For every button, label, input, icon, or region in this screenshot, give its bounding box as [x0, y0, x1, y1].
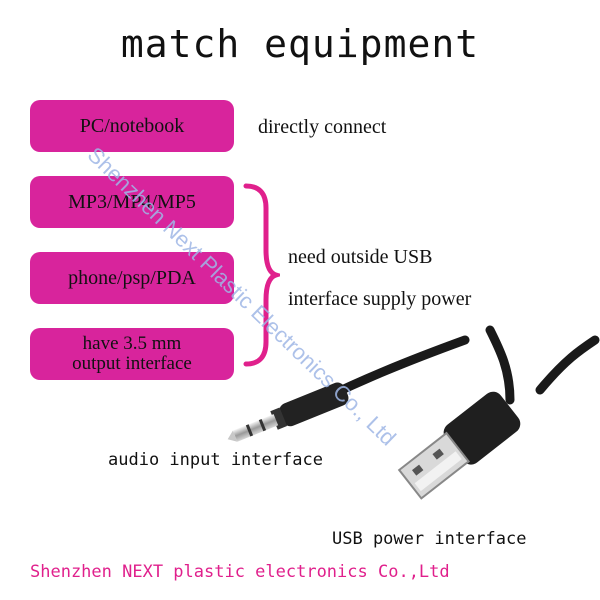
note-supply-power: interface supply power [288, 288, 472, 310]
device-3-5mm-output: have 3.5 mm output interface [30, 328, 234, 380]
brace-icon [243, 183, 280, 367]
caption-usb-power: USB power interface [332, 529, 527, 549]
page-title: match equipment [120, 22, 480, 66]
device-label: phone/psp/PDA [68, 266, 196, 289]
device-phone-psp-pda: phone/psp/PDA [30, 252, 234, 304]
usb-plug-icon [397, 325, 600, 500]
audio-jack-icon [227, 335, 470, 442]
device-label-line1: have 3.5 mm [82, 333, 182, 354]
device-label-line2: output interface [72, 353, 192, 374]
device-mp3-mp4-mp5: MP3/MP4/MP5 [30, 176, 234, 228]
caption-audio-input: audio input interface [108, 450, 323, 470]
device-pc-notebook: PC/notebook [30, 100, 234, 152]
note-directly-connect: directly connect [258, 116, 387, 138]
device-label: PC/notebook [79, 114, 185, 137]
note-need-usb: need outside USB [288, 246, 433, 268]
company-footer: Shenzhen NEXT plastic electronics Co.,Lt… [30, 562, 450, 582]
device-label: MP3/MP4/MP5 [68, 190, 196, 213]
